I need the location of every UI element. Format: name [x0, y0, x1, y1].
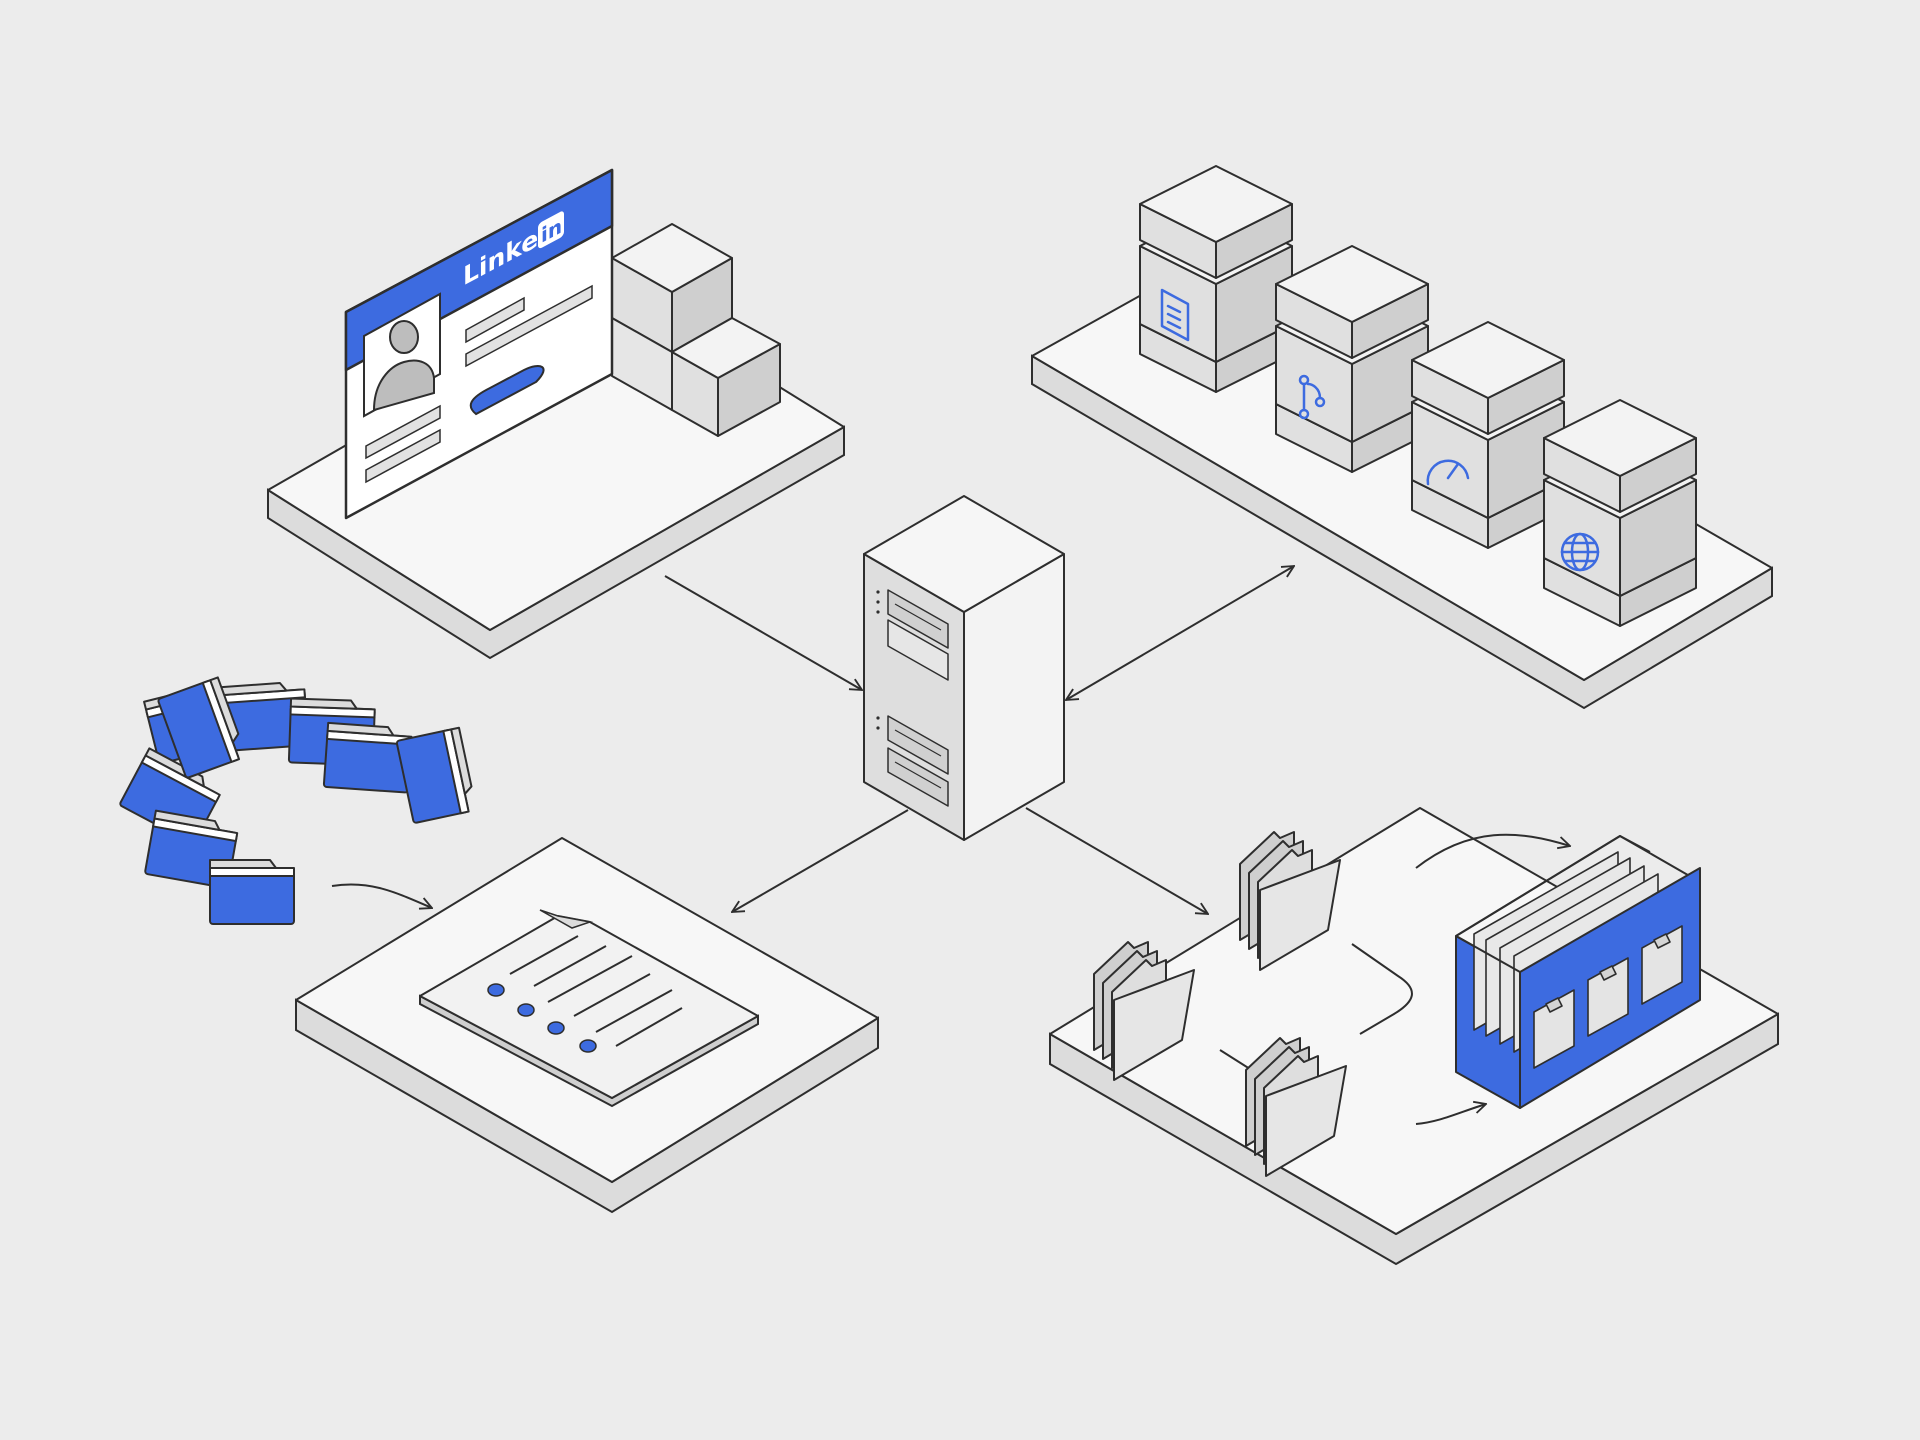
brand-badge-text: in [541, 214, 562, 249]
service-stack [1275, 245, 1429, 473]
folder-icon [157, 676, 241, 779]
arrow-server-to-document [732, 809, 909, 912]
globe-icon [1560, 532, 1600, 572]
service-stack [1543, 399, 1697, 627]
profile-platform: Linked in [267, 168, 845, 660]
folder-icon [1093, 941, 1195, 1081]
document-fold [539, 909, 593, 929]
folder-icon [395, 726, 473, 824]
service-stack [1411, 321, 1565, 549]
folder-icon [1239, 831, 1341, 971]
document-bullets [487, 983, 597, 1053]
server-rack-icon [863, 495, 1065, 841]
folder-icon [1245, 1037, 1347, 1177]
arrow-server-to-folders [1025, 807, 1208, 914]
person-icon [372, 320, 435, 412]
folder-icon [219, 682, 310, 752]
connectors [331, 566, 1294, 914]
git-branch-icon [1298, 374, 1326, 420]
service-stack [1139, 165, 1293, 393]
server-top [863, 495, 1065, 613]
folders-platform [1049, 807, 1779, 1266]
profile-card: Linked in [344, 168, 614, 520]
brand-badge [538, 211, 564, 249]
arrow-carousel-to-document [331, 883, 432, 908]
folder-carousel [119, 676, 473, 925]
file-cabinet-icon [1455, 835, 1701, 1109]
document-lines [509, 935, 683, 1047]
document-icon [1160, 288, 1190, 342]
cube-stack [611, 223, 781, 437]
arrow-profile-to-server [664, 575, 862, 690]
document-list-icon [419, 909, 759, 1108]
arrow-server-to-services [1066, 566, 1294, 700]
document-platform [295, 837, 879, 1214]
folder-icon [322, 721, 413, 794]
cabinet-labels [1533, 925, 1683, 1069]
services-platform [1031, 165, 1773, 710]
central-server [863, 495, 1065, 841]
card-action-pill [469, 365, 545, 416]
card-text-lines [365, 284, 593, 484]
folder-icon [209, 859, 295, 925]
speedometer-icon [1426, 459, 1470, 486]
